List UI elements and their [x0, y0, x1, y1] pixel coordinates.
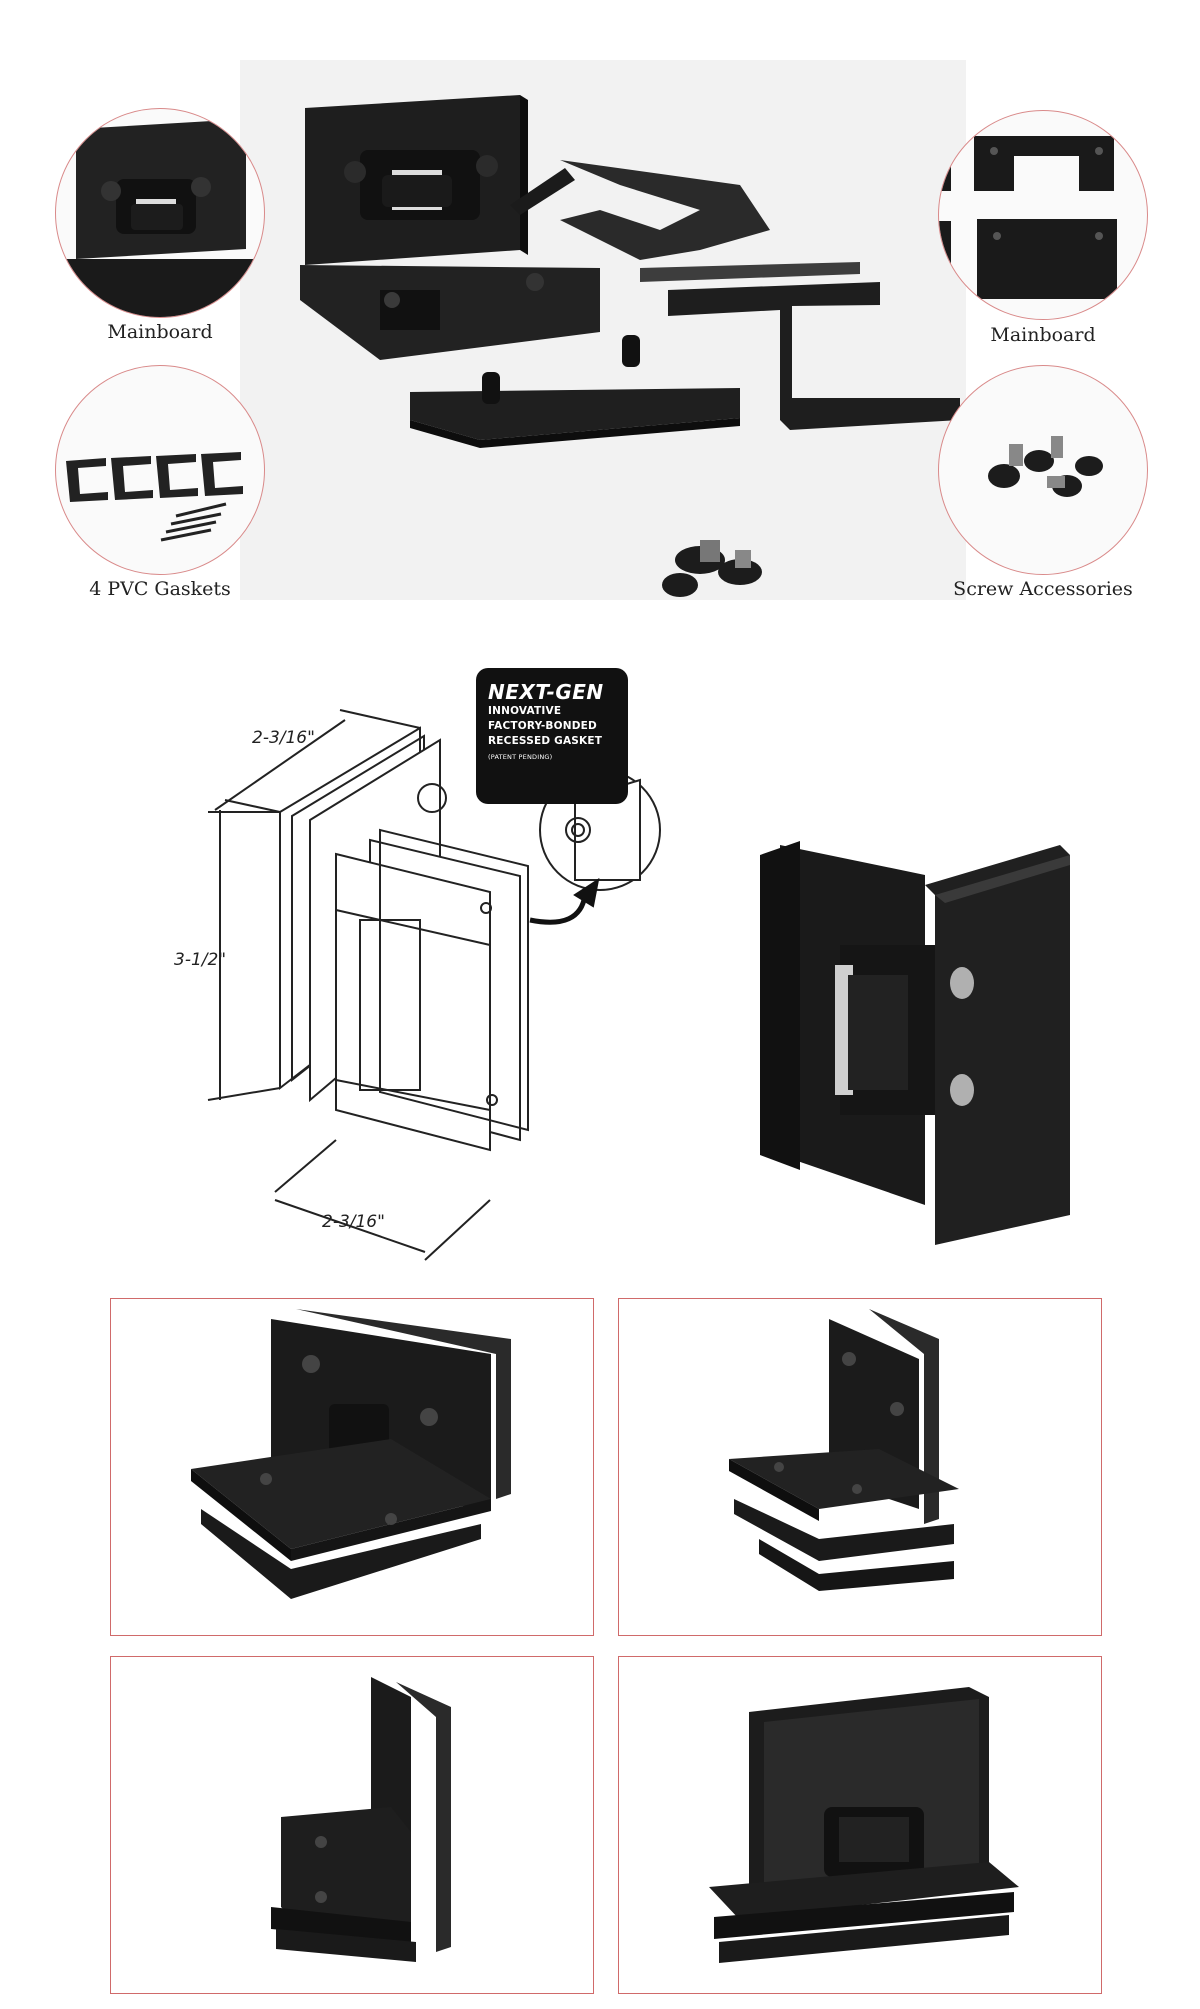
next-gen-badge: NEXT-GEN INNOVATIVE FACTORY-BONDED RECES…	[476, 668, 628, 804]
dimension-top-width: 2-3/16"	[252, 728, 315, 748]
photo-frame-2	[618, 1298, 1102, 1636]
circle-gaskets	[55, 365, 265, 575]
dimension-height: 3-1/2"	[174, 950, 227, 970]
photo-frame-1	[110, 1298, 594, 1636]
caption-screws: Screw Accessories	[953, 578, 1133, 600]
hero-hinge-parts	[300, 95, 960, 597]
circle-mainboard-right	[938, 110, 1148, 320]
caption-mainboard-left: Mainboard	[107, 321, 213, 343]
circle-screws	[938, 365, 1148, 575]
dimension-bottom-width: 2-3/16"	[322, 1212, 385, 1232]
badge-patent-note: (PATENT PENDING)	[488, 753, 553, 761]
hinge-product-photo	[760, 841, 1070, 1245]
badge-line-2: FACTORY-BONDED	[488, 720, 597, 732]
badge-line-3: RECESSED GASKET	[488, 735, 603, 747]
circle-mainboard-left	[55, 108, 265, 318]
caption-mainboard-right: Mainboard	[990, 324, 1096, 346]
photo-frame-3	[110, 1656, 594, 1994]
hinge-dimension-drawing	[207, 709, 661, 1261]
photo-frame-4	[618, 1656, 1102, 1994]
caption-gaskets: 4 PVC Gaskets	[89, 578, 231, 600]
badge-line-1: INNOVATIVE	[488, 705, 562, 717]
badge-headline: NEXT-GEN	[488, 680, 604, 704]
